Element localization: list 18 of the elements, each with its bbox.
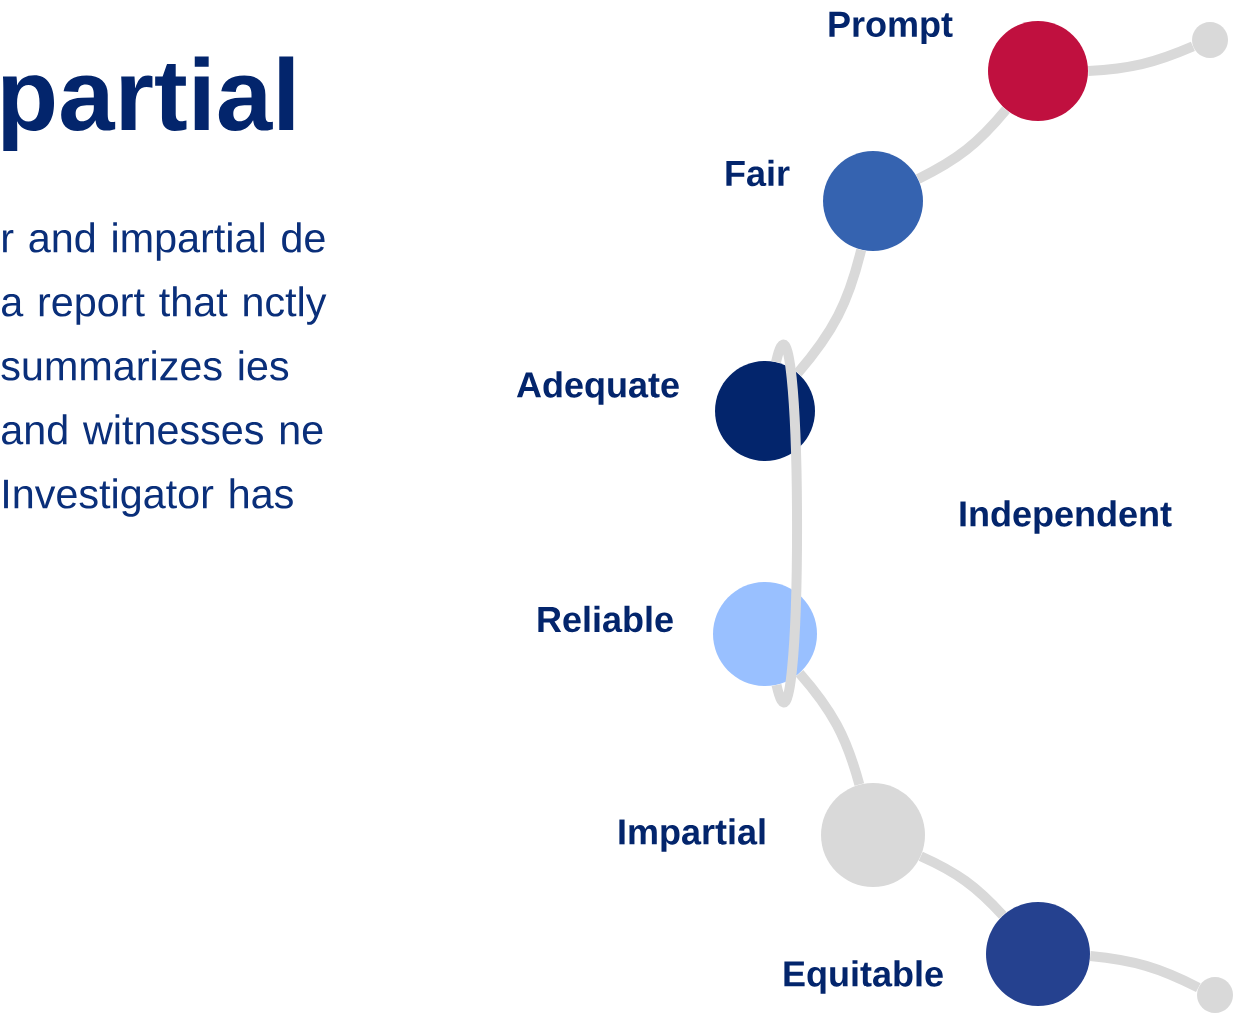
heading: partial <box>2 56 294 152</box>
arc-line <box>794 248 866 377</box>
milestone-label: Independent <box>960 500 1172 534</box>
arc-line <box>915 106 1010 184</box>
milestone-label: Adequate <box>516 371 679 405</box>
body-text: r and impartial de a report that nctly summarizes ies and witnesses ne Investigator has <box>1 222 327 517</box>
milestone-label: Prompt <box>829 11 953 45</box>
end-dot <box>1192 22 1228 58</box>
end-dot <box>1197 977 1233 1013</box>
arc-line <box>1087 41 1195 76</box>
milestone-label: Reliable <box>538 605 673 633</box>
arc-line <box>795 670 865 786</box>
milestone-label: Equitable <box>784 960 943 994</box>
arc-line <box>1089 951 1201 993</box>
arc-line <box>918 851 1007 919</box>
milestone-label: Fair <box>726 159 790 187</box>
milestone-label: Impartial <box>619 818 765 852</box>
arc-line <box>771 341 803 706</box>
